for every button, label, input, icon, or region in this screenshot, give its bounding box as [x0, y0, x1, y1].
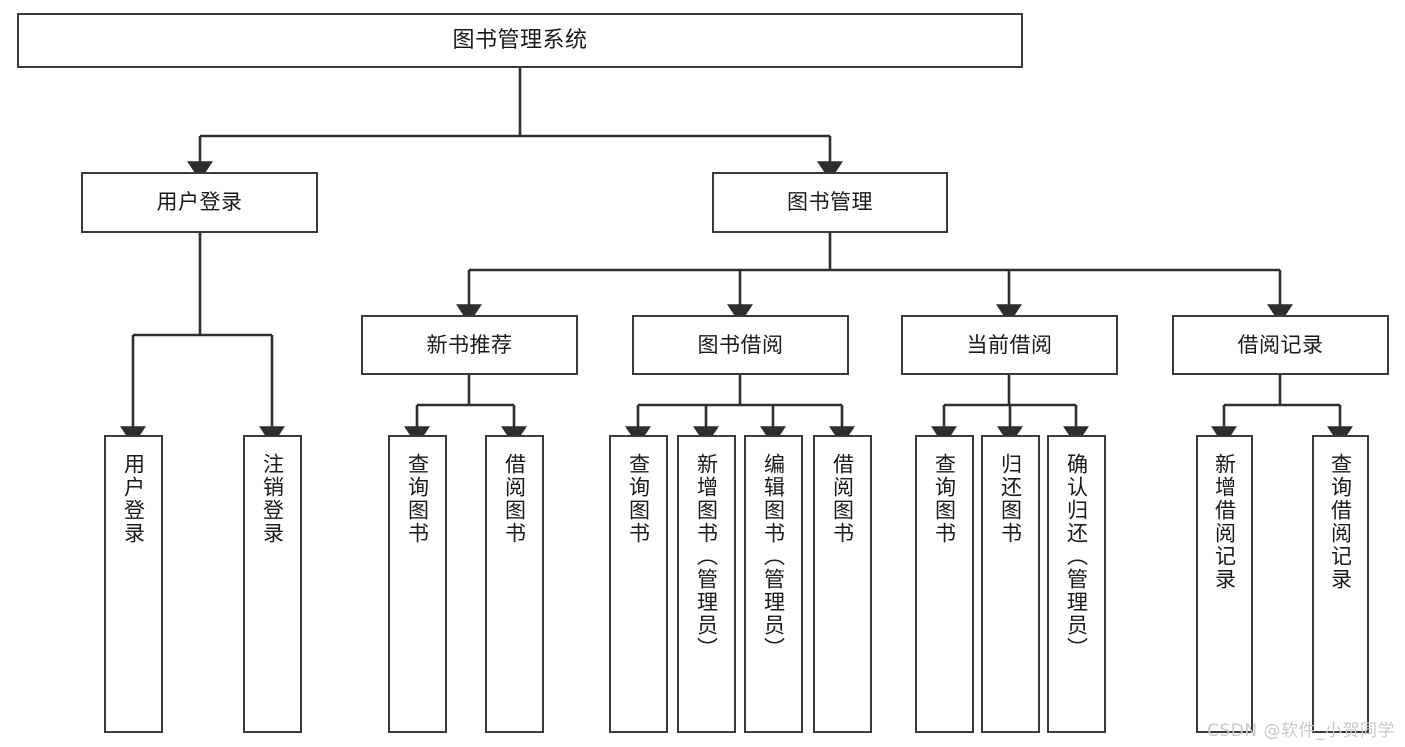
- csdn-watermark: CSDN @软件_小贺同学: [1207, 721, 1395, 741]
- leaf-book-borrow-query[interactable]: 查询图书: [609, 435, 668, 733]
- node-label: 查询图书: [405, 453, 430, 545]
- leaf-current-borrow-query[interactable]: 查询图书: [915, 435, 974, 733]
- node-label: 图书管理: [787, 190, 873, 215]
- leaf-borrow-record-query[interactable]: 查询借阅记录: [1312, 435, 1369, 733]
- leaf-book-borrow-add-admin[interactable]: 新增图书（管理员）: [677, 435, 736, 733]
- node-label: 用户登录: [156, 190, 243, 215]
- node-new-book-recommend[interactable]: 新书推荐: [361, 315, 578, 375]
- node-label: 编辑图书（管理员）: [761, 453, 786, 660]
- node-label: 借阅记录: [1237, 332, 1324, 357]
- node-book-management[interactable]: 图书管理: [712, 172, 948, 233]
- node-label: 注销登录: [260, 453, 285, 545]
- node-label: 新增图书（管理员）: [694, 453, 719, 660]
- node-label: 用户登录: [121, 453, 146, 545]
- node-label: 查询图书: [932, 453, 957, 545]
- node-label: 确认归还（管理员）: [1064, 453, 1089, 660]
- leaf-book-borrow-edit-admin[interactable]: 编辑图书（管理员）: [744, 435, 803, 733]
- leaf-borrow-record-add[interactable]: 新增借阅记录: [1196, 435, 1253, 733]
- node-label: 借阅图书: [830, 453, 855, 545]
- leaf-current-borrow-return[interactable]: 归还图书: [981, 435, 1040, 733]
- leaf-new-book-query[interactable]: 查询图书: [388, 435, 447, 733]
- node-borrow-record[interactable]: 借阅记录: [1172, 315, 1389, 375]
- leaf-user-login-logout[interactable]: 注销登录: [243, 435, 302, 733]
- node-label: 新增借阅记录: [1212, 453, 1237, 591]
- leaf-user-login-login[interactable]: 用户登录: [104, 435, 163, 733]
- node-label: 当前借阅: [966, 332, 1053, 357]
- leaf-new-book-borrow[interactable]: 借阅图书: [485, 435, 544, 733]
- node-root-book-management-system[interactable]: 图书管理系统: [17, 13, 1023, 68]
- node-label: 借阅图书: [502, 453, 527, 545]
- node-label: 图书借阅: [697, 332, 784, 357]
- node-current-borrow[interactable]: 当前借阅: [901, 315, 1118, 375]
- node-label: 新书推荐: [426, 332, 513, 357]
- node-user-login[interactable]: 用户登录: [81, 172, 318, 233]
- leaf-book-borrow-borrow[interactable]: 借阅图书: [813, 435, 872, 733]
- node-label: 图书管理系统: [452, 27, 588, 53]
- node-book-borrow[interactable]: 图书借阅: [632, 315, 849, 375]
- leaf-current-borrow-confirm-return-admin[interactable]: 确认归还（管理员）: [1047, 435, 1106, 733]
- node-label: 查询图书: [626, 453, 651, 545]
- node-label: 查询借阅记录: [1328, 453, 1353, 591]
- node-label: 归还图书: [998, 453, 1023, 545]
